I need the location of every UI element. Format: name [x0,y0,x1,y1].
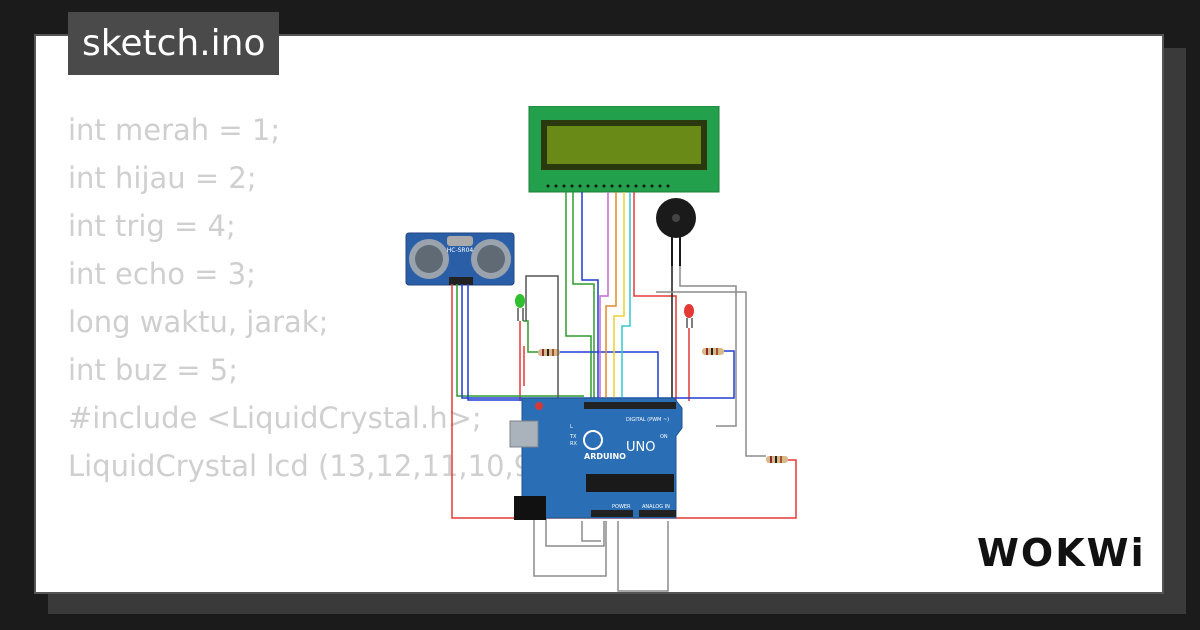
ultrasonic-sensor: HC-SR04 [405,232,515,286]
code-line: int trig = 4; [68,209,236,243]
resistor [766,456,788,463]
code-line: int echo = 3; [68,257,256,291]
sensor-label: HC-SR04 [447,247,474,254]
circuit-diagram: HC-SR04 [405,106,797,592]
l-led-label: L [570,424,573,430]
lcd-display [528,106,720,193]
buzzer [656,198,696,266]
red-led [684,304,694,328]
wokwi-logo: WOKWi [977,531,1146,575]
resistor [538,349,560,356]
file-tab[interactable]: sketch.ino [68,12,280,75]
green-led [515,294,525,321]
code-line: int merah = 1; [68,113,281,147]
tx-led-label: TX [569,434,577,440]
on-led-label: ON [660,434,668,440]
arduino-uno-board[interactable]: ARDUINO UNO DIGITAL (PWM ~) POWER ANALOG… [509,397,683,520]
code-line: long waktu, jarak; [68,305,329,339]
resistor [702,348,724,355]
code-editor: int merah = 1; int hijau = 2; int trig = 4… [68,106,581,592]
power-pins-label: POWER [612,504,631,510]
project-card[interactable]: int merah = 1; int hijau = 2; int trig = 4… [34,34,1164,594]
code-line: #include <LiquidCrystal.h>; [68,401,482,435]
digital-pins-label: DIGITAL (PWM ~) [626,417,669,423]
board-model-label: UNO [626,440,655,455]
board-brand-label: ARDUINO [584,452,626,461]
wires [451,192,797,592]
rx-led-label: RX [570,441,577,447]
code-line: int hijau = 2; [68,161,257,195]
wokwi-logo-text: WOKWi [977,531,1146,575]
analog-pins-label: ANALOG IN [642,504,670,510]
code-line: int buz = 5; [68,353,238,387]
